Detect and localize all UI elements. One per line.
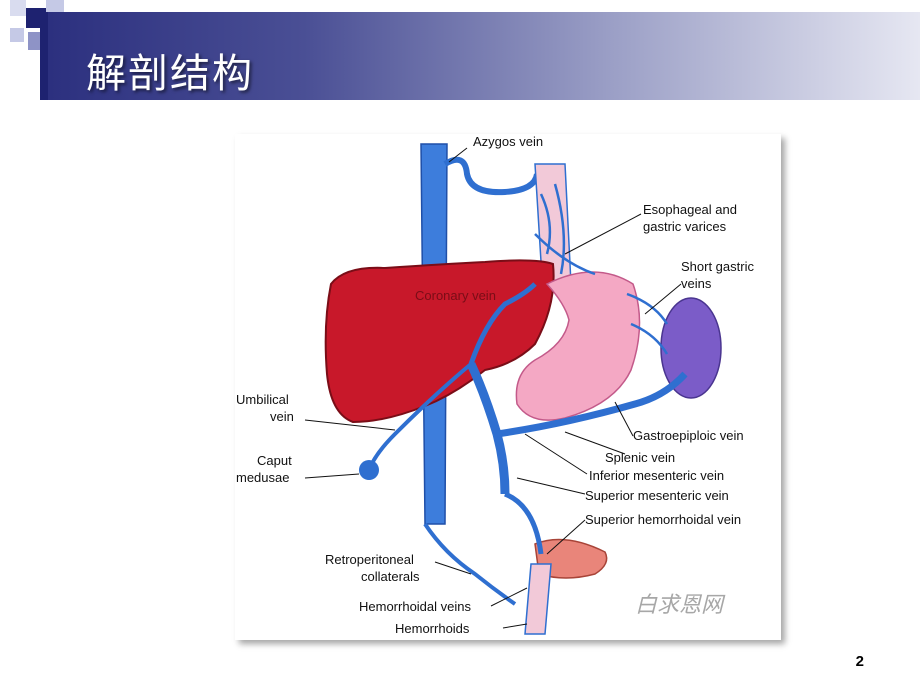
label-splenic-vein: Splenic vein bbox=[605, 450, 675, 465]
azygos-vein-shape bbox=[443, 156, 540, 196]
label-gastroepiploic-vein: Gastroepiploic vein bbox=[633, 428, 744, 443]
caput-medusae-shape bbox=[359, 460, 379, 480]
label-short-gastric-line1: Short gastric bbox=[681, 259, 754, 274]
splenic-vein-shape bbox=[496, 371, 688, 438]
label-esophageal-varices-line1: Esophageal and bbox=[643, 202, 737, 217]
portal-vein bbox=[466, 362, 510, 495]
label-superior-hemorrhoidal-vein: Superior hemorrhoidal vein bbox=[585, 512, 741, 527]
liver bbox=[324, 259, 555, 424]
label-azygos-vein: Azygos vein bbox=[473, 134, 543, 149]
watermark: 白求恩网 bbox=[635, 593, 726, 618]
slide-title: 解剖结构 bbox=[86, 51, 254, 97]
label-hemorrhoids: Hemorrhoids bbox=[395, 621, 470, 636]
varices-shape bbox=[534, 183, 596, 276]
coronary-vein-shape bbox=[468, 282, 537, 365]
spleen bbox=[660, 297, 722, 399]
leader-lines bbox=[304, 147, 682, 629]
label-caput-medusae-line1: Caput bbox=[257, 453, 292, 468]
anatomy-illustration: Azygos vein Esophageal and gastric varic… bbox=[236, 134, 754, 636]
title-bar bbox=[40, 12, 920, 100]
label-esophageal-varices-line2: gastric varices bbox=[643, 219, 727, 234]
title-bar-edge bbox=[40, 12, 48, 100]
mesenteric-vein-shape bbox=[503, 491, 544, 555]
deco-square bbox=[10, 0, 26, 16]
retroperitoneal-shape bbox=[423, 522, 517, 606]
label-coronary-vein: Coronary vein bbox=[415, 288, 496, 303]
label-superior-mesenteric-vein: Superior mesenteric vein bbox=[585, 488, 729, 503]
umbilical-vein-shape bbox=[367, 362, 473, 471]
rectum-tube bbox=[524, 563, 552, 635]
label-umbilical-vein-line1: Umbilical bbox=[236, 392, 289, 407]
label-short-gastric-line2: veins bbox=[681, 276, 712, 291]
label-caput-medusae-line2: medusae bbox=[236, 470, 289, 485]
label-hemorrhoidal-veins: Hemorrhoidal veins bbox=[359, 599, 471, 614]
label-retroperitoneal-line1: Retroperitoneal bbox=[325, 552, 414, 567]
label-retroperitoneal-line2: collaterals bbox=[361, 569, 420, 584]
stomach bbox=[515, 271, 641, 421]
label-inferior-mesenteric-vein: Inferior mesenteric vein bbox=[589, 468, 724, 483]
short-gastric-shape bbox=[626, 292, 669, 355]
anatomy-figure: Azygos vein Esophageal and gastric varic… bbox=[235, 134, 781, 640]
label-umbilical-vein-line2: vein bbox=[270, 409, 294, 424]
deco-square bbox=[10, 28, 24, 42]
page-number: 2 bbox=[855, 653, 864, 670]
